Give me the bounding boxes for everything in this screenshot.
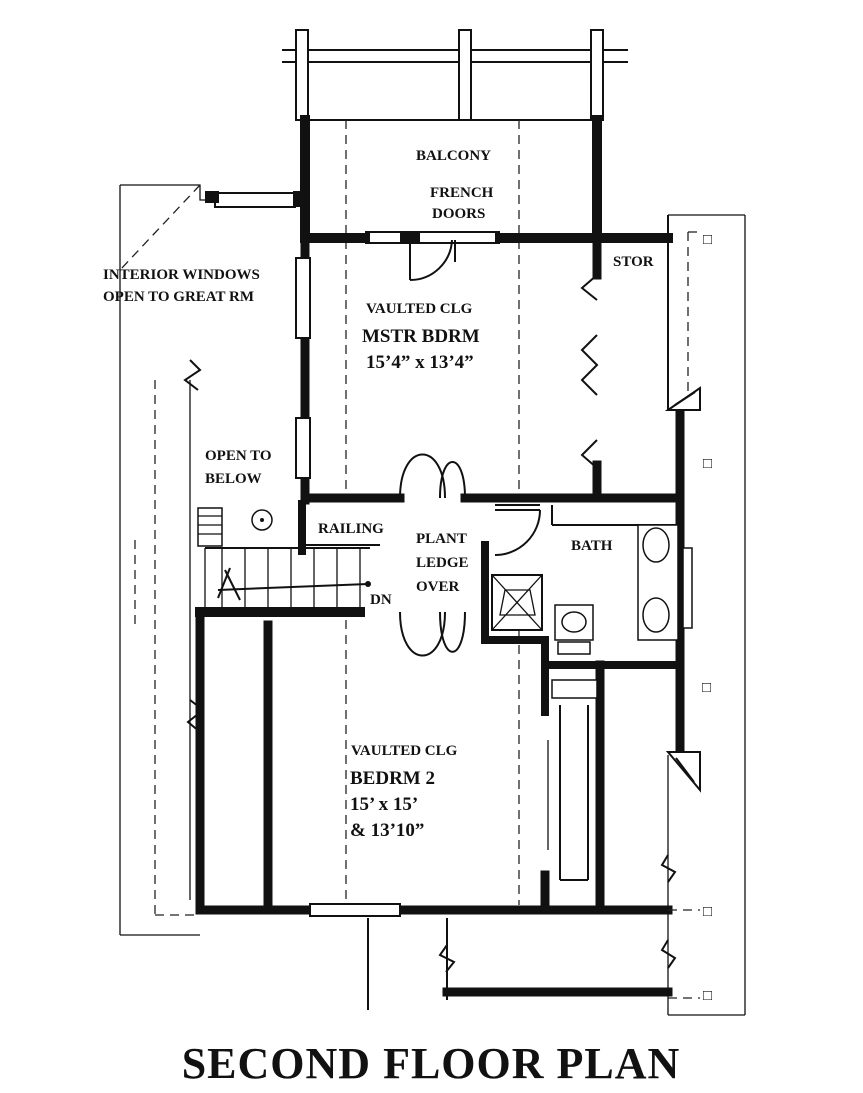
interior-windows-label-2: OPEN TO GREAT RM (103, 289, 254, 305)
master-bedroom-name: MSTR BDRM (362, 326, 480, 347)
stairs (197, 500, 380, 612)
walls (195, 115, 685, 1010)
room-labels: BALCONY FRENCH DOORS STOR INTERIOR WINDO… (103, 148, 654, 841)
bedroom2-closet (547, 679, 598, 881)
closet-doors (580, 274, 599, 469)
plant-ledge-label-1: PLANT (416, 531, 467, 547)
vaulted-ceiling-lines (345, 120, 520, 905)
svg-text:□: □ (703, 232, 712, 248)
svg-text:□: □ (703, 988, 712, 1004)
bedroom2-name: BEDRM 2 (350, 768, 435, 789)
bath-label: BATH (571, 538, 613, 554)
french-doors-label-2: DOORS (432, 206, 485, 222)
railing-label: RAILING (318, 521, 384, 537)
bedroom-double-door (399, 453, 466, 499)
master-ceiling-label: VAULTED CLG (366, 301, 473, 317)
right-outline: □ □ □ □ □ (660, 214, 746, 1016)
bath-fixtures (554, 524, 693, 655)
bedroom2-size-1: 15’ x 15’ (350, 794, 418, 815)
svg-text:□: □ (703, 904, 712, 920)
shower (491, 574, 543, 631)
stair-down-label: DN (370, 592, 392, 608)
svg-text:□: □ (703, 456, 712, 472)
bath-door (494, 509, 541, 556)
interior-windows-label-1: INTERIOR WINDOWS (103, 267, 260, 283)
balcony-railing (282, 29, 628, 121)
open-below-label-1: OPEN TO (205, 448, 272, 464)
stor-label: STOR (613, 254, 654, 270)
bedroom2-ceiling-label: VAULTED CLG (351, 743, 458, 759)
bedroom2-double-door (399, 611, 466, 657)
plan-title: SECOND FLOOR PLAN (182, 1039, 681, 1088)
master-bedroom-size: 15’4” x 13’4” (366, 352, 474, 373)
svg-text:□: □ (702, 680, 711, 696)
plant-ledge-label-3: OVER (416, 579, 460, 595)
french-doors-label-1: FRENCH (430, 185, 494, 201)
bedroom2-size-2: & 13’10” (350, 820, 424, 841)
open-below-label-2: BELOW (205, 471, 262, 487)
french-door-swing (409, 239, 456, 282)
plant-ledge-label-2: LEDGE (416, 555, 469, 571)
balcony-label: BALCONY (416, 148, 491, 164)
